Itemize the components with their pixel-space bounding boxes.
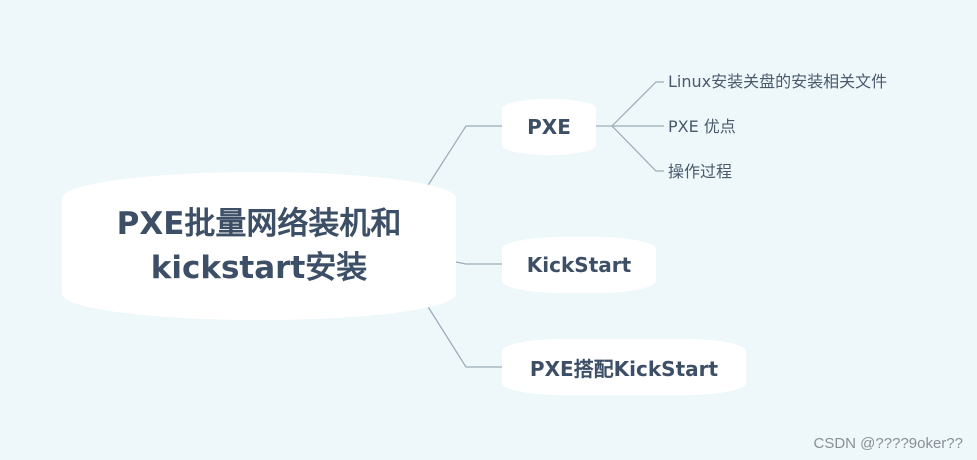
connector-root-kickstart	[455, 261, 502, 265]
connector-root-pxe-kickstart	[424, 301, 502, 368]
leaf-node-pxe-advantages[interactable]: PXE 优点	[668, 117, 736, 136]
connector-pxe-leaf-1	[611, 81, 664, 127]
branch-node-kickstart[interactable]: KickStart	[502, 237, 656, 293]
root-node[interactable]: PXE批量网络装机和 kickstart安装	[62, 172, 456, 320]
connector-root-pxe	[424, 125, 502, 191]
root-title-line-1: PXE批量网络装机和	[116, 206, 402, 242]
branch-node-pxe-kickstart[interactable]: PXE搭配KickStart	[502, 339, 746, 395]
leaf-node-linux-install-files[interactable]: Linux安装关盘的安装相关文件	[668, 72, 888, 91]
watermark-text: CSDN @????9oker??	[813, 435, 963, 452]
root-title-line-2: kickstart安装	[150, 250, 368, 286]
branch-node-pxe[interactable]: PXE	[502, 99, 596, 155]
leaf-node-operation-process[interactable]: 操作过程	[668, 162, 733, 181]
connector-pxe-leaf-3	[611, 125, 664, 172]
